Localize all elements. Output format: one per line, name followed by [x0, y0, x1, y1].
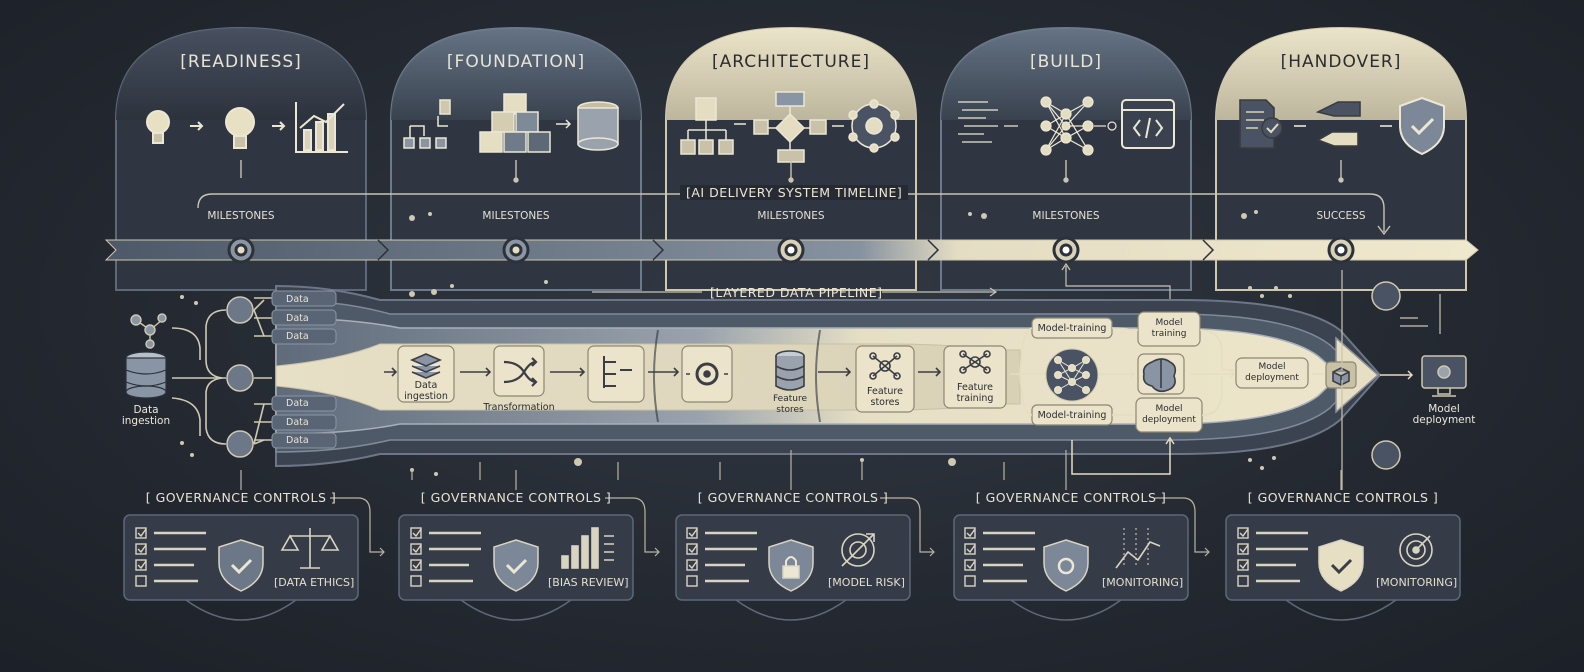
data-label-rows: [271, 290, 337, 449]
stage-label-model-training: Model training: [1151, 318, 1187, 339]
network-icon: [959, 350, 991, 374]
layers-icon: [409, 353, 443, 379]
stage-label-model-deployment: Model deployment: [1142, 404, 1196, 425]
flowchart-icon: [680, 91, 900, 163]
right-side-icons: [1341, 270, 1467, 490]
timeline-connectors: [197, 160, 1391, 236]
source-node-icons: [125, 296, 254, 458]
phase-title-build: [BUILD]: [1030, 52, 1102, 72]
growth-chart-icon: [295, 102, 348, 153]
governance-label-data-ethics: [DATA ETHICS]: [274, 576, 355, 589]
pipeline-arrows: [384, 367, 942, 377]
network-icon: [1371, 281, 1401, 311]
scales-icon: [280, 528, 340, 569]
monitor-icon: [1371, 440, 1401, 470]
stage-label-feature-stores: Feature stores: [867, 386, 903, 408]
stage-label-model-deployment: Model deployment: [1245, 362, 1299, 383]
phase-title-architecture: [ARCHITECTURE]: [712, 52, 870, 72]
database-icon: [775, 350, 805, 391]
model-branch-lines: [1010, 327, 1414, 475]
governance-label-model-risk: [MODEL RISK]: [828, 576, 905, 589]
milestone-label: MILESTONES: [757, 210, 825, 222]
data-label: Data: [286, 313, 309, 324]
phase-panels: [115, 26, 1467, 291]
deployment-monitor-icon: [1421, 355, 1467, 397]
trend-icon: [1115, 528, 1161, 569]
source-hub-icon: [226, 296, 254, 324]
governance-small-icons: [280, 527, 1433, 569]
data-label: Data: [286, 417, 309, 428]
governance-label-monitoring: [MONITORING]: [1376, 576, 1458, 589]
stage-label-feature-stores: Feature stores: [772, 394, 807, 415]
hierarchy-icon: [603, 356, 632, 388]
decorative-dots: [180, 210, 1292, 476]
pipeline-label: [LAYERED DATA PIPELINE]: [710, 285, 883, 300]
source-label: Data ingestion: [121, 404, 171, 427]
network-icon: [869, 352, 901, 380]
bar-chart-icon: [561, 527, 614, 569]
data-label: Data: [286, 398, 309, 409]
phase-title-handover: [HANDOVER]: [1280, 52, 1402, 72]
stage-label-ingestion: Data ingestion: [404, 380, 448, 402]
stage-label-feature-training: Feature training: [956, 382, 994, 404]
success-label: SUCCESS: [1316, 210, 1366, 222]
shield-check-icon: [218, 539, 264, 592]
gear-icon: [686, 362, 728, 386]
neural-node-cluster: [1045, 348, 1099, 402]
cube-icon: [1332, 367, 1350, 386]
governance-heading: [ GOVERNANCE CONTROLS ]: [145, 490, 337, 505]
governance-heading: [ GOVERNANCE CONTROLS ]: [975, 490, 1167, 505]
shuffle-icon: [503, 357, 538, 387]
brain-icon: [1142, 358, 1177, 393]
source-hub-icon: [226, 364, 254, 392]
target-risk-icon: [841, 533, 875, 567]
governance-label-bias-review: [BIAS REVIEW]: [548, 576, 629, 589]
shield-gear-icon: [1043, 539, 1089, 592]
database-icon: [125, 351, 167, 399]
pipeline-stage-boxes: [397, 311, 1357, 433]
handover-icon: [1239, 96, 1445, 156]
checklist-icons: [135, 526, 1310, 588]
shield-check-icon: [1318, 539, 1364, 592]
target-icon: [1399, 533, 1433, 567]
governance-heading: [ GOVERNANCE CONTROLS ]: [1247, 490, 1439, 505]
pipeline-label-connectors: [592, 262, 1171, 310]
source-hub-icon: [226, 430, 254, 458]
source-branches: [171, 297, 272, 445]
stage-label-model-training: Model-training: [1037, 410, 1107, 421]
cubes-icon: [403, 93, 619, 153]
network-icon: [130, 313, 167, 349]
neural-network-icon: [958, 96, 1175, 156]
endpoint-label-model-deployment: Model deployment: [1412, 403, 1476, 426]
stage-label-model-training: Model-training: [1037, 323, 1107, 334]
data-label: Data: [286, 331, 309, 342]
governance-label-monitoring: [MONITORING]: [1102, 576, 1184, 589]
milestone-label: MILESTONES: [207, 210, 275, 222]
data-label: Data: [286, 435, 309, 446]
governance-heading: [ GOVERNANCE CONTROLS ]: [420, 490, 612, 505]
milestone-label: MILESTONES: [482, 210, 550, 222]
governance-heading: [ GOVERNANCE CONTROLS ]: [697, 490, 889, 505]
governance-connectors: [240, 450, 1342, 557]
phase-title-readiness: [READINESS]: [180, 52, 302, 72]
stage-icons: [409, 350, 1350, 393]
bulb-icon: [146, 107, 286, 149]
shield-icons: [218, 539, 1364, 592]
shield-check-icon: [493, 539, 539, 592]
timeline-label: [AI DELIVERY SYSTEM TIMELINE]: [680, 185, 909, 200]
stage-label-transformation: Transformation: [483, 402, 555, 413]
milestone-label: MILESTONES: [1032, 210, 1100, 222]
phase-title-foundation: [FOUNDATION]: [446, 52, 586, 72]
data-label: Data: [286, 294, 309, 305]
milestone-markers: [227, 236, 1355, 264]
